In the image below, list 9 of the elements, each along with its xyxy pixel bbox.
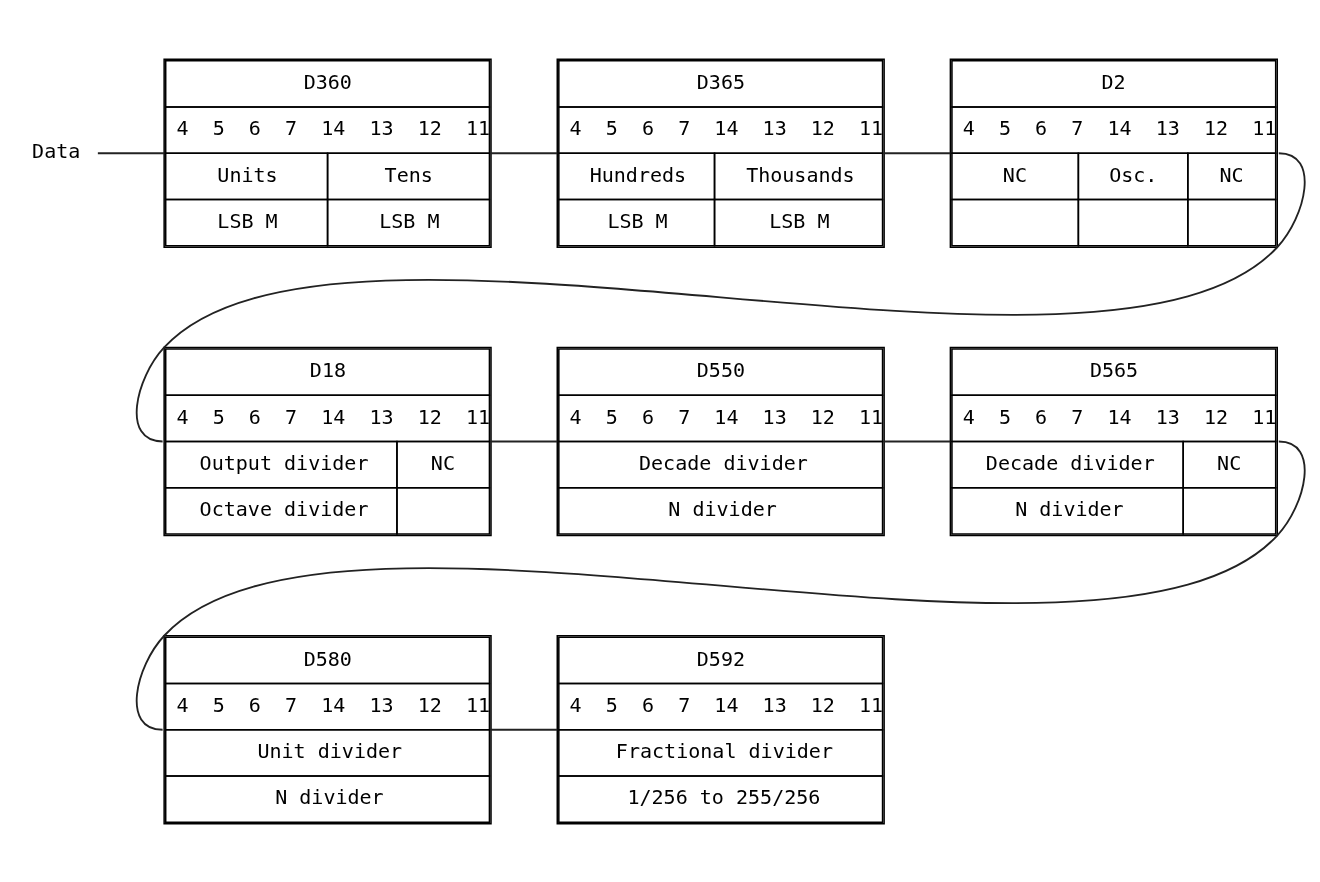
connector (883, 151, 952, 154)
connector (490, 728, 559, 731)
connector (135, 440, 1306, 731)
connector (490, 440, 559, 442)
connector (490, 151, 559, 154)
node-text: Data (32, 138, 81, 163)
connector (96, 151, 166, 154)
connector (883, 440, 952, 442)
connector (135, 151, 1306, 442)
